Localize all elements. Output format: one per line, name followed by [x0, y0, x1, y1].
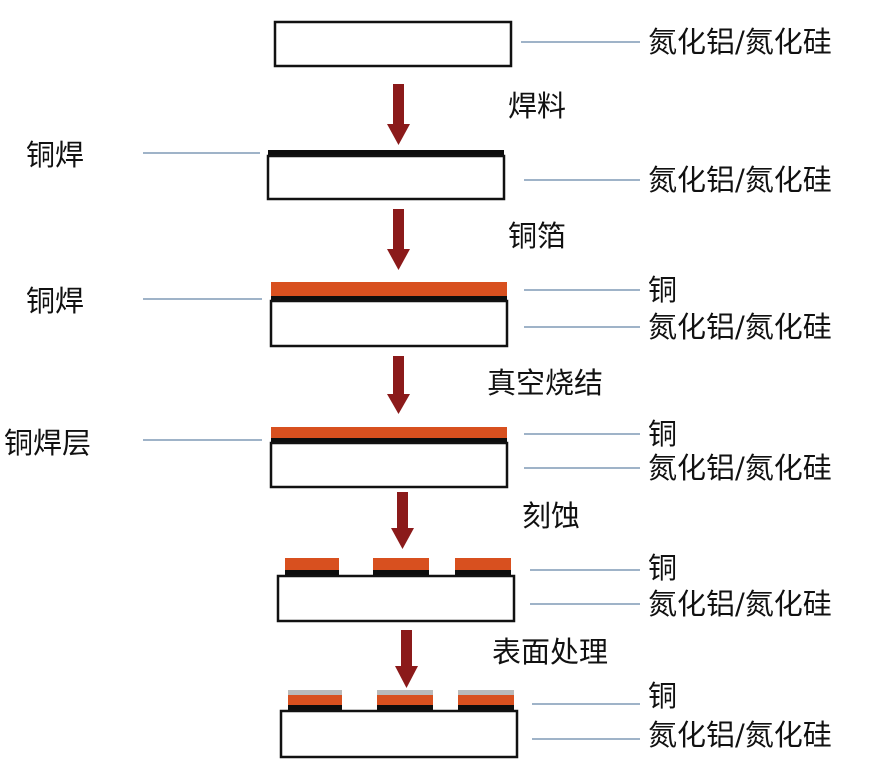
label-substrate-6: 氮化铝/氮化硅 [648, 718, 832, 752]
step-label-1: 焊料 [508, 89, 566, 123]
solder-layer-3 [271, 296, 507, 301]
step-label-3: 真空烧结 [487, 366, 603, 400]
copper-layer-3 [271, 282, 507, 296]
label-copper-5: 铜 [648, 551, 677, 585]
label-substrate-3: 氮化铝/氮化硅 [648, 310, 832, 344]
step-label-2: 铜箔 [508, 219, 566, 253]
substrate-1 [273, 20, 513, 68]
arrow-3 [387, 356, 410, 414]
step-label-5: 表面处理 [492, 635, 608, 669]
step-label-4: 刻蚀 [522, 499, 580, 533]
substrate-2 [266, 154, 506, 201]
substrate-5 [276, 574, 516, 623]
solder-layer-4 [271, 438, 507, 443]
label-copper-4: 铜 [648, 417, 677, 451]
etched-pads-5 [285, 558, 511, 576]
substrate-6 [279, 709, 519, 759]
label-copper-solder-layer-4: 铜焊层 [4, 426, 91, 460]
label-copper-solder-2: 铜焊 [26, 138, 84, 172]
copper-layer-4 [271, 427, 507, 438]
substrate-4 [269, 441, 509, 489]
label-copper-3: 铜 [648, 273, 677, 307]
solder-layer-2 [268, 150, 504, 156]
arrow-1 [387, 84, 410, 145]
arrow-4 [391, 492, 414, 549]
finished-pads-6 [288, 690, 514, 711]
arrow-2 [387, 209, 410, 270]
label-substrate-1: 氮化铝/氮化硅 [648, 25, 832, 59]
label-substrate-4: 氮化铝/氮化硅 [648, 451, 832, 485]
substrate-3 [269, 299, 509, 348]
label-copper-6: 铜 [648, 679, 677, 713]
label-substrate-5: 氮化铝/氮化硅 [648, 587, 832, 621]
label-substrate-2: 氮化铝/氮化硅 [648, 163, 832, 197]
arrow-5 [395, 630, 418, 688]
label-copper-solder-3: 铜焊 [26, 284, 84, 318]
